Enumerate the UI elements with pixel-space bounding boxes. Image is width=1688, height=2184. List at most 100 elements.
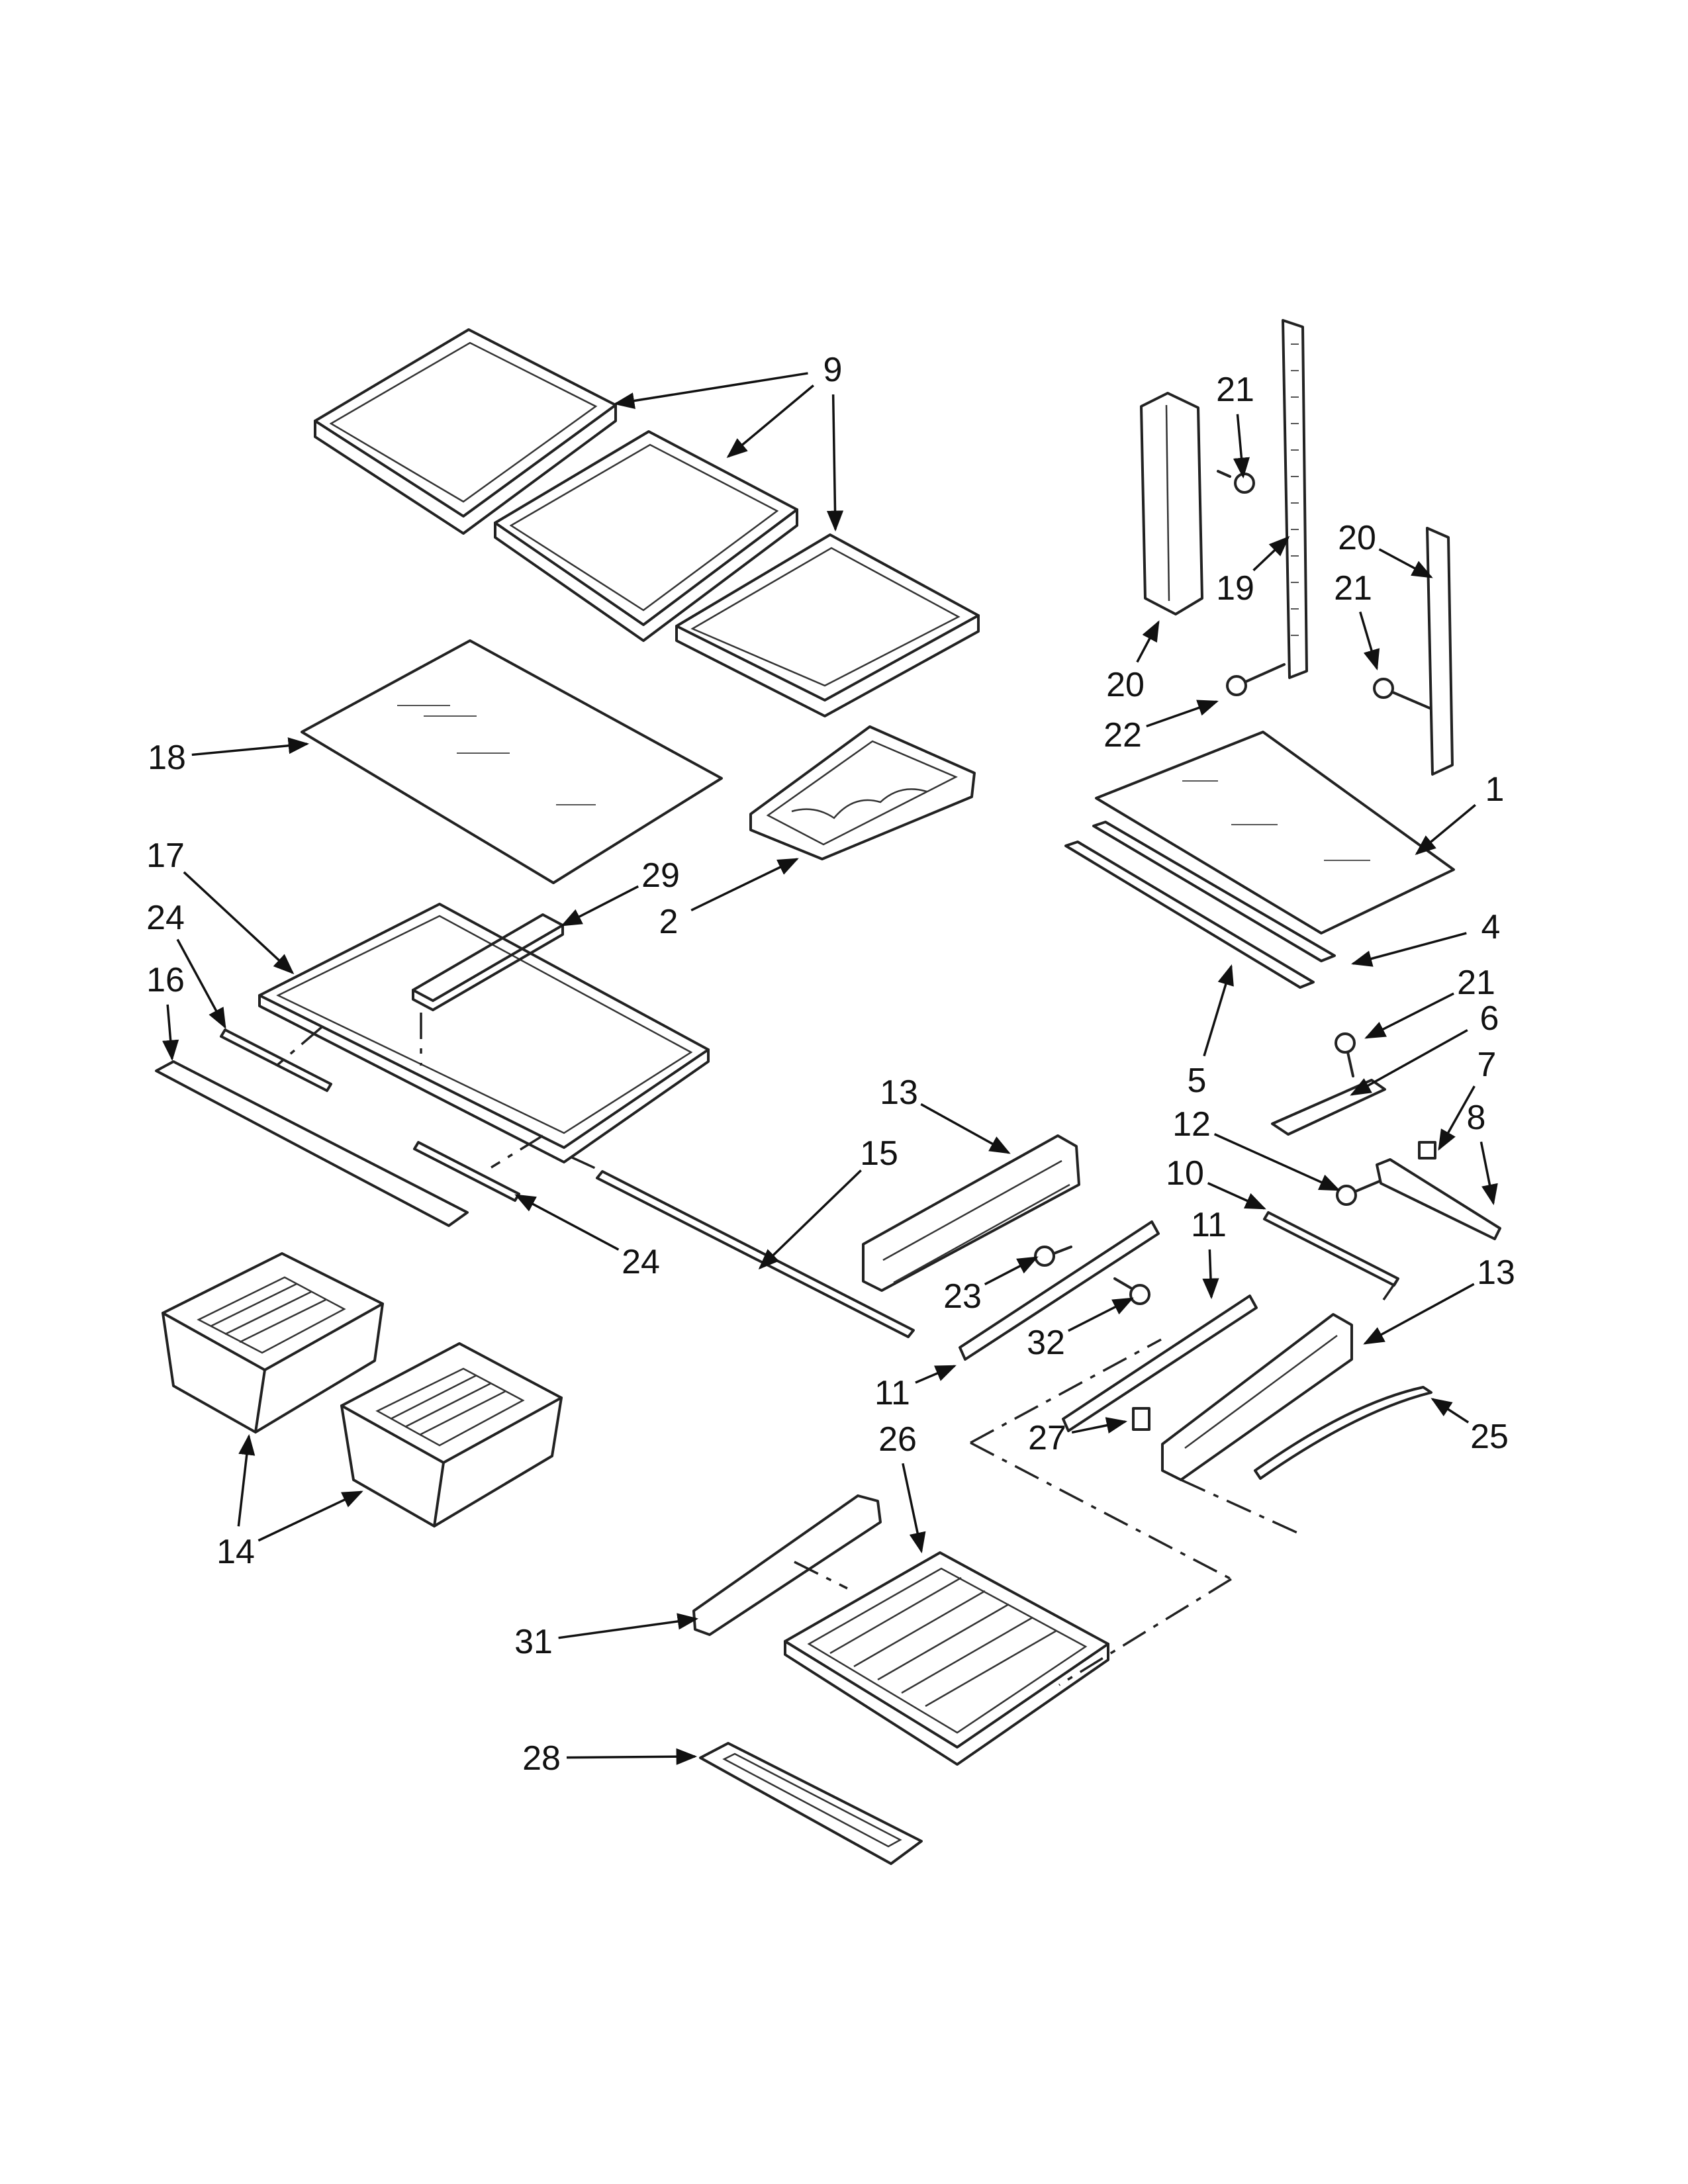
callout-c31: 31 xyxy=(514,1623,553,1661)
drawer-side-part-13-b xyxy=(1161,1313,1353,1481)
slide-part-24-b xyxy=(413,1141,520,1202)
callout-c13a: 13 xyxy=(880,1073,918,1112)
callout-c5: 5 xyxy=(1188,1062,1207,1100)
leader-c4-0 xyxy=(1350,932,1467,967)
callout-c20b: 20 xyxy=(1106,666,1145,704)
leader-c11a-0 xyxy=(1202,1249,1219,1300)
slide-part-24-a xyxy=(220,1028,332,1092)
callout-c15: 15 xyxy=(860,1134,898,1173)
screw-part-12 xyxy=(1336,1179,1382,1206)
callout-c32: 32 xyxy=(1027,1324,1065,1362)
screw-part-32 xyxy=(1113,1277,1150,1305)
drawer-part-26 xyxy=(784,1551,1109,1766)
trim-part-5 xyxy=(1064,841,1315,989)
leader-c21c-0 xyxy=(1364,992,1454,1039)
leader-c14-0 xyxy=(237,1433,256,1527)
callout-c2: 2 xyxy=(659,903,679,941)
callout-c14: 14 xyxy=(216,1533,255,1571)
leader-c5-0 xyxy=(1203,964,1234,1057)
leader-c31-0 xyxy=(558,1613,699,1639)
leader-c21b-0 xyxy=(1359,611,1380,671)
leader-c12-0 xyxy=(1213,1133,1340,1191)
callout-c23: 23 xyxy=(943,1277,982,1316)
leader-c8-0 xyxy=(1479,1141,1498,1206)
leader-c22-0 xyxy=(1146,700,1219,728)
callout-c28: 28 xyxy=(522,1739,561,1778)
callout-c24b: 24 xyxy=(622,1243,660,1281)
leader-c27-0 xyxy=(1071,1417,1128,1434)
trim-part-4 xyxy=(1092,821,1336,962)
leader-c1-0 xyxy=(1415,803,1476,856)
slide-part-10 xyxy=(1263,1211,1399,1287)
callout-c17: 17 xyxy=(146,837,185,875)
screw-part-22 xyxy=(1226,663,1286,696)
leader-c9-1 xyxy=(726,385,814,459)
leader-c17-0 xyxy=(183,871,295,975)
leader-c32-0 xyxy=(1068,1297,1134,1332)
callout-c7: 7 xyxy=(1477,1046,1497,1084)
leader-c14-1 xyxy=(258,1490,363,1542)
leader-c24a-0 xyxy=(176,938,226,1029)
callout-c11a: 11 xyxy=(1191,1206,1227,1244)
leader-c16-0 xyxy=(162,1004,179,1062)
shelf-part-9-c xyxy=(675,533,980,717)
trim-part-16 xyxy=(155,1060,469,1227)
leader-c13b-0 xyxy=(1363,1283,1475,1345)
callout-c11b: 11 xyxy=(874,1374,910,1412)
leader-c9-0 xyxy=(613,372,808,410)
callout-c22: 22 xyxy=(1103,716,1142,754)
glass-insert-part-18 xyxy=(301,639,723,884)
callout-c4: 4 xyxy=(1481,908,1501,946)
crisper-drawer-part-14-b xyxy=(340,1342,563,1527)
callout-c13b: 13 xyxy=(1477,1253,1515,1292)
leader-c18-0 xyxy=(191,737,310,756)
callout-c6: 6 xyxy=(1480,999,1499,1038)
shelf-frame-part-17 xyxy=(258,903,710,1163)
leader-c20b-0 xyxy=(1136,620,1160,663)
callout-c21a: 21 xyxy=(1216,371,1254,409)
shelf-part-9-a xyxy=(314,328,617,535)
leader-c9-2 xyxy=(826,394,844,532)
callout-c24a: 24 xyxy=(146,899,185,937)
rail-part-20-left xyxy=(1140,392,1203,615)
callout-c8: 8 xyxy=(1467,1099,1486,1137)
leader-c26-0 xyxy=(902,1463,926,1554)
leader-c20a-0 xyxy=(1378,548,1433,578)
screw-part-21-a xyxy=(1217,470,1255,494)
leader-c23-0 xyxy=(984,1256,1039,1286)
callout-c18: 18 xyxy=(148,739,186,777)
callout-c19: 19 xyxy=(1216,569,1254,608)
rail-part-19 xyxy=(1282,319,1308,679)
leader-c19-0 xyxy=(1252,535,1290,572)
clip-part-7 xyxy=(1418,1141,1436,1160)
callout-c9: 9 xyxy=(823,351,843,389)
drawer-front-part-28 xyxy=(699,1742,923,1865)
leader-c6-0 xyxy=(1350,1028,1468,1096)
bracket-part-6 xyxy=(1271,1079,1386,1136)
callout-c12: 12 xyxy=(1172,1105,1211,1144)
callout-c20a: 20 xyxy=(1338,519,1376,557)
leader-c11b-0 xyxy=(915,1365,957,1384)
callout-c1: 1 xyxy=(1485,770,1505,809)
callout-c29: 29 xyxy=(641,856,680,895)
leader-c2-0 xyxy=(690,858,799,912)
leader-c25-0 xyxy=(1430,1398,1470,1424)
clip-part-27 xyxy=(1132,1407,1150,1431)
leader-c21a-0 xyxy=(1233,414,1250,479)
tray-part-2 xyxy=(749,725,976,860)
callout-c16: 16 xyxy=(146,961,185,999)
callout-c21b: 21 xyxy=(1334,569,1372,608)
crisper-drawer-part-14-a xyxy=(162,1252,384,1433)
leader-c28-0 xyxy=(566,1748,698,1765)
trim-part-25 xyxy=(1254,1386,1432,1480)
leader-c7-0 xyxy=(1438,1085,1476,1151)
rail-part-20-right xyxy=(1426,527,1454,776)
callout-c10: 10 xyxy=(1166,1154,1204,1193)
leader-c24b-0 xyxy=(514,1194,620,1251)
callout-c21c: 21 xyxy=(1457,964,1495,1002)
slide-rail-part-11-b xyxy=(1062,1295,1258,1432)
shelf-part-9-b xyxy=(494,430,798,642)
leader-c10-0 xyxy=(1207,1181,1266,1210)
